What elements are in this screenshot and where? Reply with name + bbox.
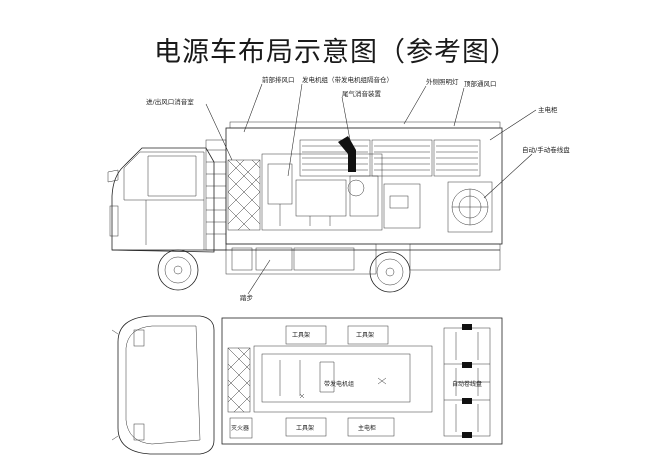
- label-genset-room: 发电机组（带发电机组隔音仓）: [302, 75, 393, 84]
- cable-reel-box: [447, 181, 493, 233]
- generator-set: [261, 153, 383, 231]
- roof-rail: [229, 121, 501, 129]
- label-cable-reel: 自动/手动卷线盘: [522, 145, 570, 154]
- side-view: 进/出风口消音室 前部排风口 发电机组（带发电机组隔音仓） 尾气消音装置 外侧照…: [107, 75, 570, 302]
- label-exhaust-muffler: 尾气消音装置: [342, 89, 382, 98]
- ladder-rungs: [206, 149, 226, 235]
- radiator-hatch: [227, 159, 261, 231]
- cab-top: [117, 315, 215, 455]
- side-mirror: [107, 169, 119, 183]
- rear-wheel: [369, 251, 411, 293]
- tool-rack-2: [347, 325, 389, 345]
- label-main-cabinet: 主电柜: [358, 424, 376, 432]
- cabinet-panel: [389, 195, 409, 209]
- main-cabinet-top: [347, 417, 395, 437]
- exhaust-pipe: [338, 136, 356, 172]
- cab-window: [123, 151, 205, 201]
- tool-rack-1: [285, 325, 327, 345]
- label-outer-light: 外侧照明灯: [426, 77, 459, 86]
- box-top: [221, 317, 503, 445]
- side-storage: [225, 243, 377, 275]
- mirror-right: [133, 423, 145, 441]
- page-title: 电源车布局示意图（参考图）: [154, 37, 518, 68]
- label-radiator-exhaust: 前部排风口: [262, 75, 295, 84]
- label-top-vent: 顶部通风口: [464, 79, 497, 88]
- genset-top: [261, 353, 411, 403]
- main-cabinet-side: [383, 183, 421, 229]
- genset-enclosure-top: [253, 345, 433, 413]
- ladder: [205, 139, 227, 251]
- cab-door-window: [147, 155, 197, 197]
- tool-rack-3: [285, 417, 327, 437]
- front-wheel: [157, 249, 199, 291]
- cab-roof: [125, 325, 201, 445]
- cab-door-line: [145, 200, 205, 250]
- label-fire-box: 灭火器: [231, 425, 249, 432]
- top-louvres: [299, 139, 481, 177]
- top-view: 工具架 工具架 工具架 主电柜 带发电机组 自动卷线盘 灭火器: [111, 315, 503, 455]
- label-step: 踏步: [240, 293, 254, 302]
- cab-body: [111, 147, 215, 253]
- fire-box: [229, 417, 253, 439]
- label-main-switch: 主电柜: [538, 105, 558, 114]
- label-tool-rack-2: 工具架: [356, 331, 374, 339]
- label-genset: 带发电机组: [324, 380, 354, 388]
- label-cable-reel-top: 自动卷线盘: [452, 380, 482, 388]
- cab-grille: [109, 205, 119, 237]
- label-inlet-muffler: 进/出风口消音室: [146, 97, 194, 106]
- label-tool-rack-1: 工具架: [292, 331, 310, 339]
- radiator-top: [227, 347, 251, 413]
- mirror-left: [133, 329, 145, 347]
- label-tool-rack-3: 工具架: [296, 424, 314, 432]
